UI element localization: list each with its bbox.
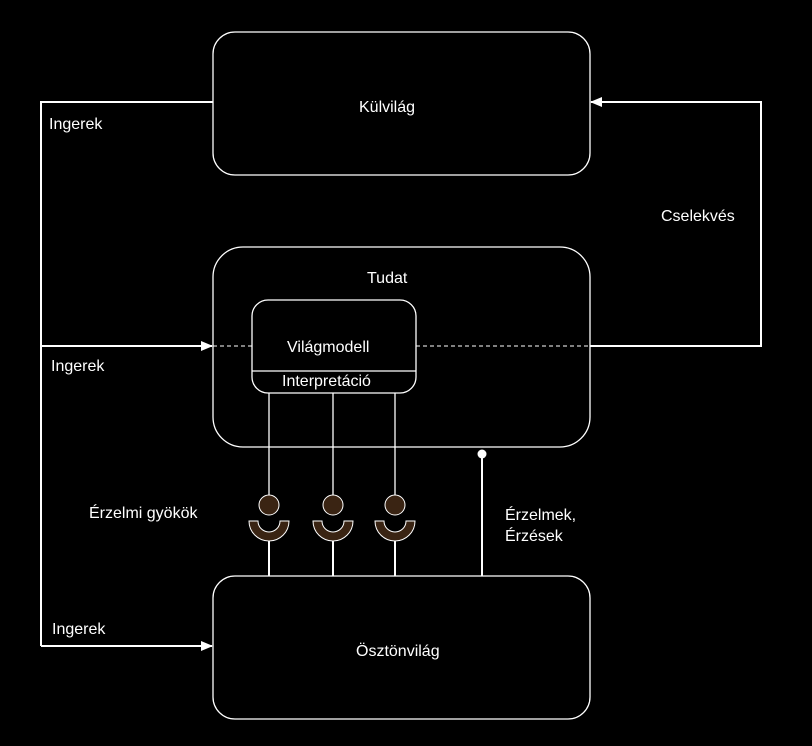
cselekves-label: Cselekvés [661,208,735,225]
emotional-root-connector [312,393,354,576]
erzelmek-dot [477,449,487,459]
kulvilag-label: Külvilág [359,99,416,116]
tudat-label: Tudat [367,270,408,287]
socket-icon [248,520,290,542]
ingerek-top-label: Ingerek [49,116,103,133]
cselekves-connector [590,97,762,347]
emotional-root-connector [374,393,416,576]
erzelmi-gyokok-label: Érzelmi gyökök [89,505,198,522]
ball-icon [384,494,406,516]
osztonvilag-box [212,575,591,720]
ball-icon [258,494,280,516]
erzelmek-label: Érzelmek, [505,507,577,524]
socket-icon [312,520,354,542]
osztonvilag-label: Ösztönvilág [356,643,440,660]
socket-icon [374,520,416,542]
interpretacio-label: Interpretáció [282,373,371,390]
vilagmodell-label: Világmodell [287,339,370,356]
ball-icon [322,494,344,516]
erzesek-label: Érzések [505,528,563,545]
ingerek-bottom-label: Ingerek [52,621,106,638]
ingerek-middle-label: Ingerek [51,358,105,375]
ingerek-top-connector [40,101,213,646]
emotional-root-connector [248,393,290,576]
